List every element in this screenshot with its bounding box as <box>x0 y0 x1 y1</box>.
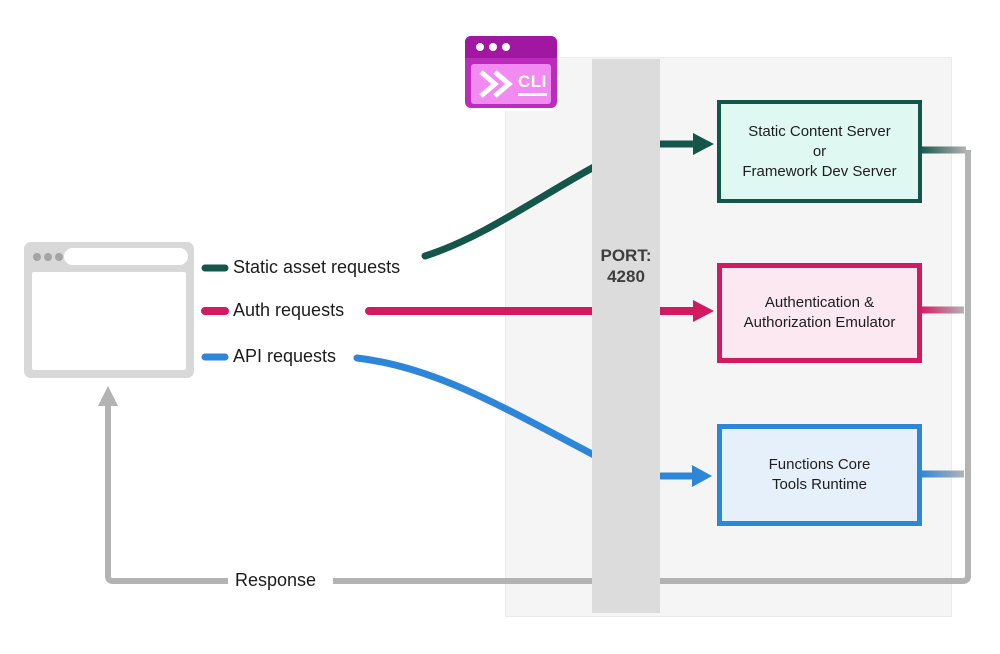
port-label-line2: 4280 <box>607 267 645 286</box>
response-line-right <box>333 150 971 584</box>
port-label-line1: PORT: <box>600 246 652 265</box>
cli-titlebar-icon <box>465 36 557 58</box>
api-request-arrowhead-icon <box>692 465 712 487</box>
auth-request-arrowhead-icon <box>693 300 714 322</box>
auth-requests-label: Auth requests <box>233 300 345 320</box>
api-request-curve <box>353 354 598 459</box>
browser-window-icon <box>24 242 194 378</box>
response-label: Response <box>235 570 317 590</box>
functions-core-tools-label: Functions Core Tools Runtime <box>768 456 871 493</box>
browser-viewport <box>32 272 186 370</box>
functions-core-tools-box: Functions Core Tools Runtime <box>717 424 922 526</box>
static-request-curve <box>421 163 598 260</box>
port-label: PORT: 4280 <box>592 245 660 287</box>
browser-address-bar-icon <box>64 248 188 265</box>
static-request-arrowhead-icon <box>693 133 714 155</box>
port-band: PORT: 4280 <box>592 59 660 613</box>
response-flow-group <box>105 150 971 584</box>
cli-screen: CLI <box>471 64 551 104</box>
api-requests-label: API requests <box>233 346 337 366</box>
auth-emulator-box: Authentication & Authorization Emulator <box>717 263 922 363</box>
auth-emulator-label: Authentication & Authorization Emulator <box>743 294 896 331</box>
response-arrowhead-icon <box>98 386 118 406</box>
static-request-flow-group <box>201 140 699 272</box>
swa-cli-icon: CLI <box>465 36 557 108</box>
browser-window-dots-icon <box>33 253 63 261</box>
cli-text-label: CLI <box>518 72 547 96</box>
static-requests-label: Static asset requests <box>233 257 401 277</box>
cli-chevrons-icon <box>479 70 513 98</box>
response-line-left <box>105 400 228 584</box>
api-request-flow-group <box>201 353 697 480</box>
static-content-server-label: Static Content Server or Framework Dev S… <box>742 122 897 180</box>
static-content-server-box: Static Content Server or Framework Dev S… <box>717 100 922 203</box>
